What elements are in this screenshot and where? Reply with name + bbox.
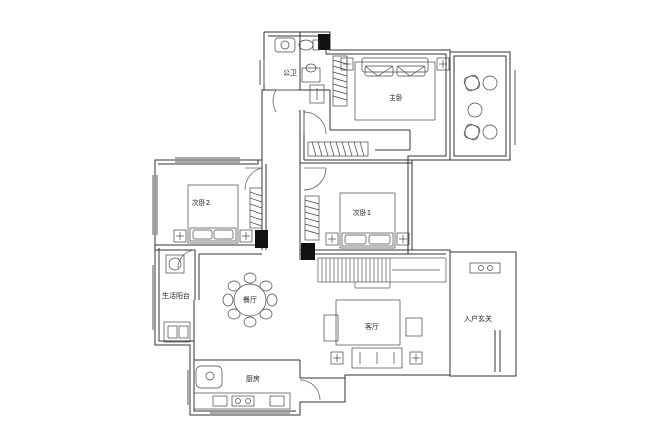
room-label-living-room: 客厅 xyxy=(365,323,379,331)
room-label-entrance-hall: 入户玄关 xyxy=(464,315,492,323)
room-label-dining-room: 餐厅 xyxy=(243,296,257,304)
room-label-utility-balcony: 生活阳台 xyxy=(162,292,190,300)
bed-second-bedroom-2 xyxy=(173,184,253,244)
master-balcony xyxy=(449,51,511,161)
structural-columns xyxy=(255,34,330,260)
exterior-walls xyxy=(154,31,451,416)
windows xyxy=(152,60,516,414)
room-label-second-bedroom-1: 次卧1 xyxy=(352,209,372,217)
entrance-hall-area xyxy=(449,251,517,377)
bed-second-bedroom-1 xyxy=(325,192,410,249)
living-room-furniture xyxy=(323,299,423,369)
room-label-public-bathroom: 公卫 xyxy=(283,69,297,77)
room-label-kitchen: 厨房 xyxy=(246,375,260,383)
master-wardrobe xyxy=(307,55,369,157)
entrance-fixtures xyxy=(469,262,501,274)
kitchen-fixtures xyxy=(193,365,291,410)
master-bed xyxy=(340,57,450,121)
utility-balcony-fixtures xyxy=(163,254,191,343)
balcony-chairs xyxy=(463,74,498,141)
room-label-master-bedroom: 主卧 xyxy=(389,94,403,102)
wardrobe-second-bedroom-2 xyxy=(249,187,263,229)
room-label-second-bedroom-2: 次卧2 xyxy=(191,199,211,207)
dining-table xyxy=(222,272,278,328)
staircase xyxy=(317,257,447,289)
wardrobe-second-bedroom-1 xyxy=(304,195,320,241)
bathroom-fixtures xyxy=(274,37,325,104)
